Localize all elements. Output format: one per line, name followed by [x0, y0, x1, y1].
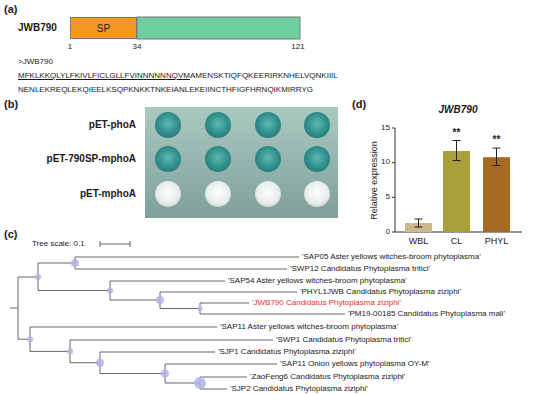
row-label: pET-790SP-mphoA [47, 153, 136, 165]
row-label: pET-mphoA [80, 188, 136, 200]
error-bars [415, 141, 501, 228]
colony-spots [155, 112, 330, 207]
signal-peptide-box: SP [70, 17, 137, 39]
leaf-label: 'SJP2 Candidatus Phytoplasma ziziphi' [230, 384, 368, 394]
leaf-label: 'PM19-00185 Candidatus Phytoplasma mali' [348, 309, 505, 319]
agar-plate [145, 107, 338, 218]
bootstrap-circles [27, 259, 206, 389]
mature-region [137, 17, 300, 39]
tick-label: 10 [381, 157, 390, 167]
category-label: WBL [409, 236, 429, 247]
tick-label: 15 [381, 123, 390, 133]
signal-sequence: MFKLKKQLYLFKIVLFICLGLLFVINNNNNNQVM [18, 71, 190, 81]
category-label: CL [451, 236, 463, 247]
panel-letter: (c) [4, 228, 17, 241]
row-label: pET-phoA [89, 119, 136, 131]
protein-name: JWB790 [18, 22, 57, 34]
leaf-label: 'SAP11 Aster yellows witches-broom phyto… [220, 322, 398, 332]
scale-label: Tree scale: 0.1 [32, 239, 85, 249]
panel-letter: (b) [4, 98, 18, 111]
leaf-label: 'ZaoFeng6 Candidatus Phytoplasma ziziphi… [250, 372, 405, 382]
leaf-label: 'PHYL1JWB Candidatus Phytoplasma ziziphi… [300, 287, 461, 297]
leaf-label: 'SWP12 Candidatus Phytoplasma tritici' [290, 264, 430, 274]
significance-mark: ** [453, 127, 461, 139]
significance-mark: ** [493, 134, 501, 146]
sequence-line: NENLEKREQLEKQIEELKSQPKNKKTNKEIANLEKEIINC… [18, 85, 313, 95]
leaf-label: 'JWB790 Candidatus Phytoplasma ziziphi' [252, 298, 401, 308]
tick-label: 5 [386, 192, 390, 202]
sequence-line: AMENSKTIQFQKEERIRKNHELVQNKIIIL [190, 71, 338, 81]
bar [443, 151, 470, 232]
panel-letter: (d) [352, 98, 366, 111]
bar-chart [392, 128, 522, 232]
residue-number: 1 [68, 42, 72, 52]
category-label: PHYL [485, 236, 509, 247]
axis-title: Relative expression [369, 141, 380, 220]
residue-number: 34 [133, 42, 142, 52]
tick-label: 0 [386, 227, 390, 237]
leaf-label: 'SAP54 Aster yellows witches-broom phyto… [228, 276, 407, 286]
leaf-label: 'SJP1 Candidatus Phytoplasma ziziphi' [218, 347, 356, 357]
segment-label: SP [97, 23, 110, 34]
leaf-label: 'SAP05 Aster yellows witches-broom phyto… [302, 252, 481, 262]
residue-number: 121 [291, 42, 304, 52]
leaf-label: 'SWP1 Candidatus Phytoplasma tritici' [276, 335, 412, 345]
panel-letter: (a) [4, 3, 17, 16]
bar [483, 157, 510, 232]
leaf-label: 'SAP11 Onion yellows phytoplasma OY-M' [280, 359, 429, 369]
chart-title: JWB790 [439, 104, 478, 116]
sequence-header: >JWB790 [18, 57, 53, 67]
